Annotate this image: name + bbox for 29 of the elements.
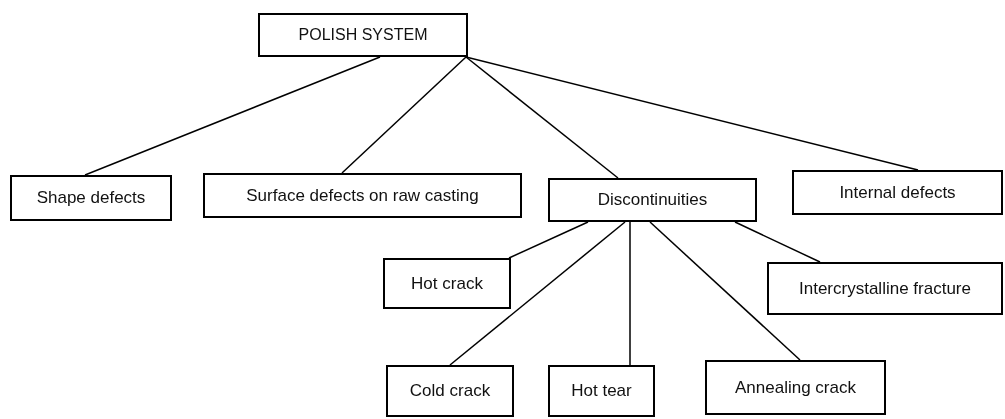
box-label: Intercrystalline fracture	[799, 278, 971, 299]
connector-line	[734, 221, 821, 263]
connector-line	[508, 221, 589, 259]
category-box	[548, 178, 757, 222]
box-label: Surface defects on raw casting	[246, 185, 479, 206]
box-label: Hot tear	[571, 381, 632, 401]
category-box	[386, 365, 514, 417]
box-label: Annealing crack	[735, 377, 856, 398]
category-box	[548, 365, 655, 417]
connector-line	[465, 56, 919, 171]
box-label: Internal defects	[839, 182, 956, 203]
category-box	[10, 175, 172, 221]
box-label: Shape defects	[36, 188, 146, 208]
box-label: Discontinuities	[597, 190, 708, 210]
category-box	[203, 173, 522, 218]
connector-line	[465, 56, 619, 179]
box-label: POLISH SYSTEM	[298, 26, 428, 44]
box-label: Hot crack	[411, 273, 483, 294]
category-box	[767, 262, 1003, 315]
connector-line	[649, 221, 801, 361]
category-box	[258, 13, 468, 57]
category-box	[792, 170, 1003, 215]
connector-line	[84, 56, 381, 176]
connector-line	[449, 221, 626, 366]
category-box	[383, 258, 511, 309]
category-box	[705, 360, 886, 415]
connector-line	[341, 56, 467, 174]
box-label: Cold crack	[409, 381, 491, 401]
connector-line	[629, 221, 631, 366]
